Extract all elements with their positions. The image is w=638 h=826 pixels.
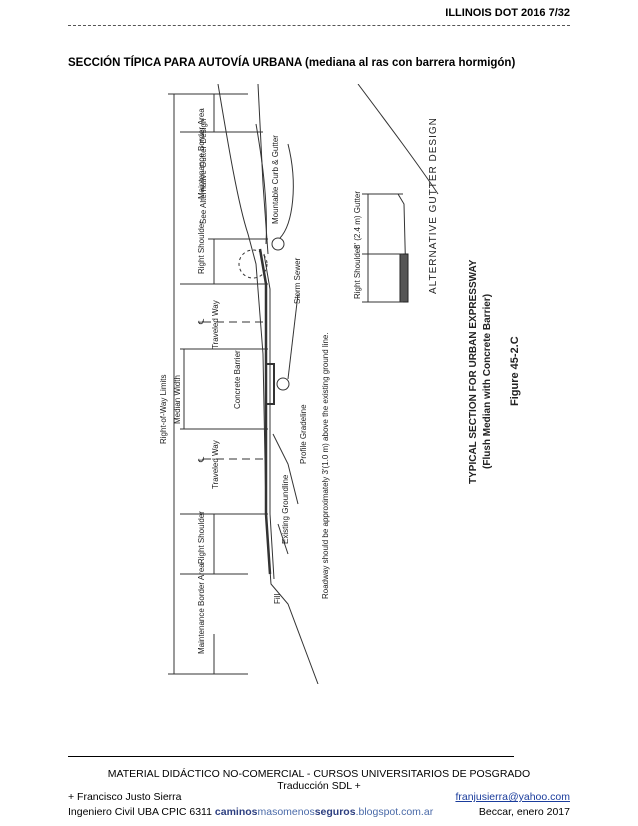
- blog-part-4: .blogspot.com.ar: [355, 806, 434, 818]
- footer-author: + Francisco Justo Sierra: [68, 791, 182, 803]
- section-title: SECCIÓN TÍPICA PARA AUTOVÍA URBANA (medi…: [68, 57, 516, 69]
- typical-section-drawing: Right-of-Way Limits Maintenance Border A…: [159, 84, 521, 684]
- page-header: ILLINOIS DOT 2016 7/32: [445, 7, 570, 19]
- footer-credentials: Ingeniero Civil UBA CPIC 6311 caminosmas…: [68, 806, 433, 818]
- footer-divider: [68, 756, 514, 757]
- profile-gradeline-label: Profile Gradeline: [299, 404, 308, 464]
- blog-part-1: caminos: [214, 806, 258, 818]
- fill-label: Fill: [273, 594, 282, 604]
- footer-email-link[interactable]: franjusierra@yahoo.com: [455, 791, 570, 803]
- traveled-way-top-label: Traveled Way: [211, 300, 220, 349]
- blog-part-2: masomenos: [257, 806, 315, 818]
- see-alternative-label: See Alternative Gutter Design: [199, 119, 208, 224]
- alt-right-shoulder-label: Right Shoulder: [353, 246, 362, 299]
- concrete-barrier-label: Concrete Barrier: [233, 350, 242, 409]
- traveled-way-bottom-label: Traveled Way: [211, 440, 220, 489]
- alt-gutter-label: 8' (2.4 m) Gutter: [353, 191, 362, 249]
- credentials-text: Ingeniero Civil UBA CPIC 6311: [68, 806, 212, 818]
- footer-translation-line: Traducción SDL +: [277, 780, 361, 792]
- existing-groundline-label: Existing Groundline: [281, 474, 290, 544]
- storm-sewer-label: Storm Sewer: [293, 257, 302, 304]
- right-shoulder-top-label: Right Shoulder: [197, 221, 206, 274]
- blog-link[interactable]: caminosmasomenosseguros.blogspot.com.ar: [215, 806, 433, 818]
- figure-caption-line1: TYPICAL SECTION FOR URBAN EXPRESSWAY: [468, 259, 479, 484]
- footer-material-line: MATERIAL DIDÁCTICO NO-COMERCIAL - CURSOS…: [107, 768, 531, 780]
- blog-part-3: seguros: [314, 806, 356, 818]
- cl-symbol-top: ℄: [197, 318, 206, 325]
- figure-caption-line2: (Flush Median with Concrete Barrier): [482, 294, 493, 469]
- figure-number: Figure 45-2.C: [509, 336, 521, 406]
- maintenance-bottom-label: Maintenance Border Area: [197, 563, 206, 654]
- footer-place-date: Beccar, enero 2017: [478, 806, 570, 818]
- maintenance-top-label: Maintenance Border Area: [197, 108, 206, 199]
- alt-gutter-design-label: ALTERNATIVE GUTTER DESIGN: [428, 117, 439, 294]
- median-width-label: Median Width: [173, 375, 182, 424]
- right-of-way-label: Right-of-Way Limits: [159, 375, 168, 445]
- header-divider: [68, 25, 570, 26]
- mountable-curb-label: Mountable Curb & Gutter: [271, 135, 280, 224]
- right-shoulder-bottom-label: Right Shoulder: [197, 511, 206, 564]
- roadway-note: Roadway should be approximately 3'(1.0 m…: [321, 332, 330, 599]
- cl-symbol-bottom: ℄: [197, 456, 206, 463]
